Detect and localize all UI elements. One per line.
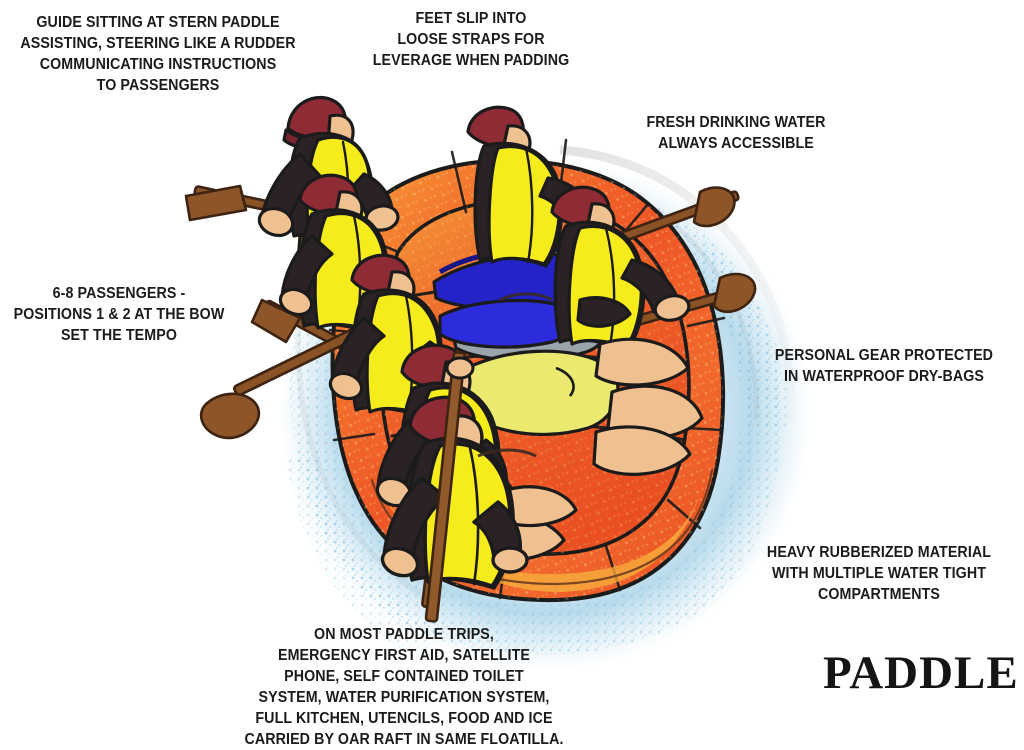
callout-guide-stern-paddle: GUIDE SITTING AT STERN PADDLE ASSISTING,… bbox=[20, 14, 296, 94]
face bbox=[438, 360, 472, 404]
arm-left bbox=[260, 152, 322, 226]
raft-hull bbox=[328, 138, 726, 603]
face bbox=[500, 124, 532, 162]
hand-left bbox=[328, 371, 364, 401]
hand-right bbox=[491, 546, 529, 574]
arm-right bbox=[472, 500, 523, 560]
arm-left bbox=[280, 234, 334, 304]
hand-left bbox=[257, 206, 295, 238]
thigh bbox=[496, 485, 578, 528]
face bbox=[326, 113, 355, 153]
thigh bbox=[594, 337, 690, 387]
wetsuit-top bbox=[287, 131, 375, 248]
arm-left bbox=[330, 316, 386, 388]
paddler-right-3 bbox=[576, 296, 704, 476]
gear-bag-olive bbox=[456, 349, 620, 436]
arm-right bbox=[346, 172, 394, 222]
paddler-right-2 bbox=[550, 185, 691, 387]
dry-bag-blue-lower bbox=[438, 298, 575, 349]
life-vest bbox=[423, 442, 512, 588]
callout-dry-bags: PERSONAL GEAR PROTECTED IN WATERPROOF DR… bbox=[774, 347, 994, 385]
lower-body bbox=[296, 231, 364, 269]
helmet bbox=[400, 343, 465, 391]
helmet bbox=[408, 395, 477, 448]
boot bbox=[576, 296, 632, 328]
wetsuit-top bbox=[398, 381, 501, 526]
water-spray bbox=[280, 160, 810, 670]
arm-left bbox=[376, 414, 438, 494]
paddle-right-lower bbox=[629, 272, 757, 328]
hand-right bbox=[478, 478, 514, 506]
life-vest bbox=[305, 135, 372, 246]
sketch-arc bbox=[295, 145, 796, 603]
helmet bbox=[466, 105, 525, 149]
face bbox=[584, 202, 616, 242]
paddler-left-2 bbox=[328, 253, 457, 420]
arm-right bbox=[356, 256, 400, 304]
arm-right bbox=[620, 258, 680, 314]
legs bbox=[468, 512, 566, 562]
paddle-guide bbox=[184, 184, 364, 231]
grey-pad bbox=[450, 308, 609, 363]
paddle-left-upper bbox=[250, 298, 401, 379]
paddle-right-upper bbox=[611, 186, 740, 245]
hand-left bbox=[375, 476, 413, 508]
face bbox=[448, 414, 484, 461]
callout-hull-material: HEAVY RUBBERIZED MATERIAL WITH MULTIPLE … bbox=[766, 544, 992, 603]
helmet bbox=[550, 185, 611, 229]
foot-straps bbox=[477, 292, 553, 458]
helmet bbox=[298, 173, 359, 217]
hand-left bbox=[278, 287, 314, 317]
callout-trip-supplies: ON MOST PADDLE TRIPS, EMERGENCY FIRST AI… bbox=[244, 626, 564, 748]
arm-right bbox=[462, 438, 508, 492]
face bbox=[332, 190, 364, 230]
callout-foot-straps: FEET SLIP INTO LOOSE STRAPS FOR LEVERAGE… bbox=[372, 10, 570, 69]
hand-right bbox=[423, 377, 457, 403]
shins bbox=[592, 425, 692, 476]
life-vest bbox=[365, 291, 441, 418]
face bbox=[384, 270, 416, 310]
paddle-center-long bbox=[421, 361, 463, 609]
paddle-wordmark: PADDLE bbox=[823, 647, 1019, 699]
hand-left bbox=[380, 546, 420, 578]
callout-drinking-water: FRESH DRINKING WATER ALWAYS ACCESSIBLE bbox=[646, 114, 826, 152]
paddle-center-front bbox=[424, 350, 475, 623]
knees bbox=[606, 384, 704, 440]
wetsuit-top bbox=[405, 436, 515, 590]
callout-passenger-positions: 6-8 PASSENGERS - POSITIONS 1 & 2 AT THE … bbox=[13, 285, 225, 344]
hand-right bbox=[364, 204, 400, 232]
wetsuit-top bbox=[350, 288, 444, 420]
life-vest bbox=[567, 224, 643, 350]
wetsuit-top bbox=[473, 141, 564, 268]
life-vest bbox=[313, 211, 387, 334]
hand-right bbox=[571, 210, 609, 238]
dry-bag-blue-upper bbox=[432, 252, 595, 311]
paddler-center bbox=[380, 395, 529, 590]
paddler-guide bbox=[257, 95, 400, 269]
helmet bbox=[350, 253, 411, 297]
paddler-left-3 bbox=[375, 343, 578, 562]
paddles-back bbox=[184, 184, 757, 609]
life-vest bbox=[415, 386, 498, 524]
life-vest bbox=[487, 144, 561, 266]
arm-right bbox=[408, 340, 452, 390]
hand-right bbox=[371, 291, 405, 317]
arm-right bbox=[538, 176, 598, 230]
wetsuit-top bbox=[298, 208, 391, 336]
cargo bbox=[432, 246, 620, 436]
paddler-right-1 bbox=[466, 105, 609, 268]
helmet bbox=[286, 95, 348, 140]
hand-right bbox=[653, 294, 691, 322]
arm-left bbox=[382, 476, 448, 564]
wetsuit-top bbox=[553, 220, 646, 352]
paddler-left-1 bbox=[278, 173, 405, 336]
